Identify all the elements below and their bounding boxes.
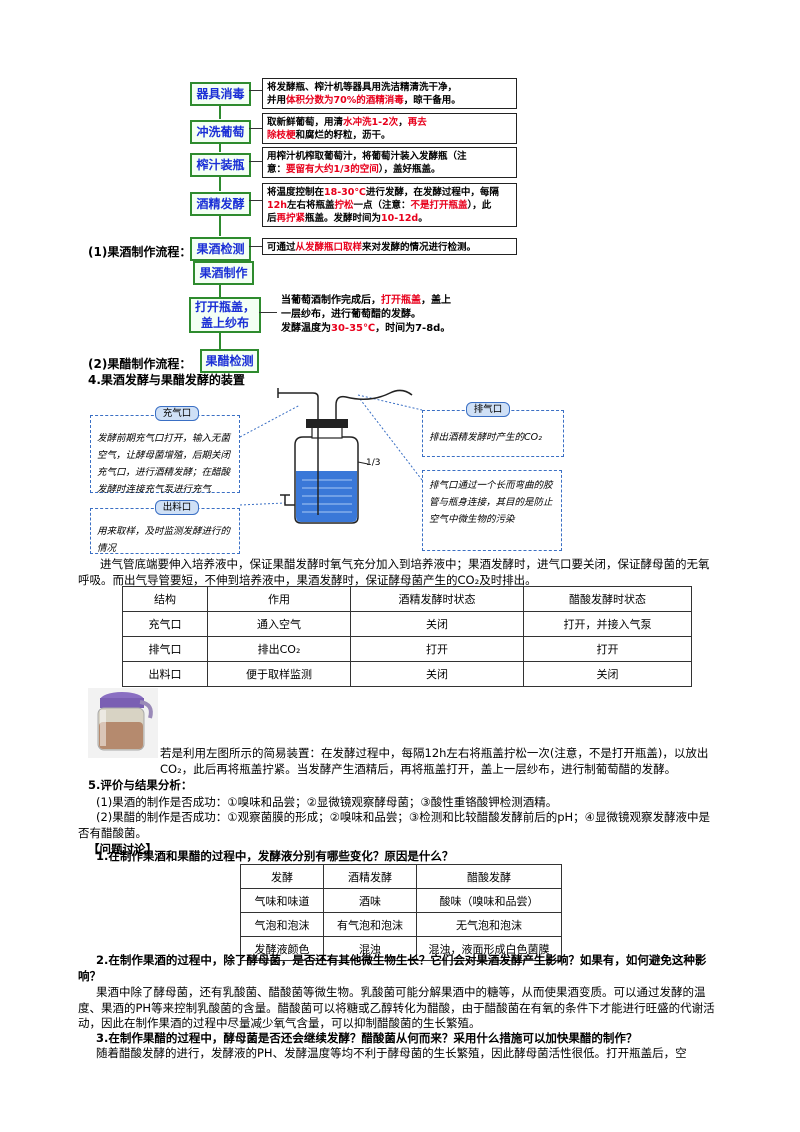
step-wine-making: 果酒制作 <box>193 261 254 285</box>
desc-juice: 用榨汁机榨取葡萄汁，将葡萄汁装入发酵瓶（注 意：要留有大约1/3的空间），盖好瓶… <box>262 147 517 178</box>
connector-line <box>249 128 262 129</box>
air-inlet-note: 发酵前期充气口打开，输入无菌空气，让酵母菌增殖，后期关闭充气口，进行酒精发酵；在… <box>90 415 240 495</box>
step-open-cover: 打开瓶盖，盖上纱布 <box>189 297 261 333</box>
eval-vinegar: (2)果醋的制作是否成功：①观察菌膜的形成；②嗅味和品尝；③检测和比较醋酸发酵前… <box>78 810 710 840</box>
wine-flow-label: (1)果酒制作流程： <box>88 245 192 259</box>
pointer-line <box>240 502 286 506</box>
step-disinfect: 器具消毒 <box>190 82 251 106</box>
outlet-tube <box>284 495 295 506</box>
step-juice-bottle: 榨汁装瓶 <box>190 153 251 177</box>
step-alcohol-ferment: 酒精发酵 <box>190 192 251 216</box>
connector-line <box>249 161 262 162</box>
desc-vinegar: 当葡萄酒制作完成后，打开瓶盖，盖上 一层纱布，进行葡萄醋的发酵。 发酵温度为30… <box>281 295 451 334</box>
exhaust-note: 排出酒精发酵时产生的CO₂ <box>422 410 564 457</box>
bottle-neck <box>311 426 343 439</box>
fermentation-bottle-diagram <box>240 388 423 524</box>
flow-arrow <box>219 177 221 191</box>
desc-ferment: 将温度控制在18-30℃进行发酵，在发酵过程中，每隔 12h左右将瓶盖拧松一点（… <box>262 183 517 227</box>
eval-wine: (1)果酒的制作是否成功：①嗅味和品尝；②显微镜观察酵母菌；③酸性重铬酸钾检测酒… <box>96 795 558 809</box>
step-wine-test: 果酒检测 <box>190 237 251 261</box>
discussion-heading: 【问题讨论】 <box>88 842 157 856</box>
step-vinegar-test: 果醋检测 <box>200 349 259 373</box>
inlet-tube <box>278 392 319 419</box>
pointer-line <box>240 404 301 438</box>
connector-line <box>249 200 262 201</box>
fill-level-mark: 1/3 <box>366 458 381 468</box>
flow-arrow <box>219 285 221 297</box>
table-row: 气味和味道酒味酸味（嗅味和品尝） <box>240 888 562 913</box>
outlet-tag: 出料口 <box>155 500 199 515</box>
fermentation-changes-table: 发酵 酒精发酵 醋酸发酵 气味和味道酒味酸味（嗅味和品尝） 气泡和泡沫有气泡和泡… <box>240 864 562 961</box>
table-row: 出料口便于取样监测关闭关闭 <box>122 661 692 687</box>
table-header-row: 结构 作用 酒精发酵时状态 醋酸发酵时状态 <box>122 586 692 612</box>
connector-line <box>249 246 262 247</box>
liquid-lines <box>302 479 352 513</box>
connector-line <box>249 90 262 91</box>
pointer-line <box>357 394 423 411</box>
pointer-line <box>359 398 423 481</box>
flow-arrow <box>219 216 221 236</box>
question-3: 3.在制作果醋的过程中，酵母菌是否还会继续发酵？醋酸菌从何而来？采用什么措施可以… <box>96 1031 638 1045</box>
desc-wine-test: 可通过从发酵瓶口取样来对发酵的情况进行检测。 <box>262 238 517 255</box>
air-inlet-tag: 充气口 <box>155 406 199 421</box>
answer-2: 果酒中除了酵母菌，还有乳酸菌、醋酸菌等微生物。乳酸菌可能分解果酒中的糖等，从而使… <box>78 985 715 1030</box>
desc-rinse: 取新鲜葡萄，用清水冲洗1-2次，再去 除枝梗和腐烂的籽粒，沥干。 <box>262 113 517 144</box>
vinegar-flow-label: (2)果醋制作流程： <box>88 357 192 371</box>
table-row: 气泡和泡沫有气泡和泡沫无气泡和泡沫 <box>240 912 562 937</box>
exhaust-tube <box>335 389 413 419</box>
flow-arrow <box>219 106 221 119</box>
exhaust-tag: 排气口 <box>466 402 510 417</box>
table-row: 充气口通入空气关闭打开，并接入气泵 <box>122 611 692 637</box>
answer-3: 随着醋酸发酵的进行，发酵液的PH、发酵温度等均不利于酵母菌的生长繁殖，因此酵母菌… <box>96 1046 687 1060</box>
paragraph-tubes: 进气管底端要伸入培养液中，保证果醋发酵时氧气充分加入到培养液中；果酒发酵时，进气… <box>78 557 710 587</box>
device-structure-table: 结构 作用 酒精发酵时状态 醋酸发酵时状态 充气口通入空气关闭打开，并接入气泵 … <box>122 586 692 687</box>
question-1: 1.在制作果酒和果醋的过程中，发酵液分别有哪些变化？原因是什么？ <box>96 849 454 863</box>
table-row: 发酵液颜色混浊混浊，液面形成白色菌膜 <box>240 936 562 961</box>
simple-jar-image <box>88 688 158 758</box>
question-2: 2.在制作果酒的过程中，除了酵母菌，是否还有其他微生物生长？它们会对果酒发酵产生… <box>78 953 707 983</box>
desc-disinfect: 将发酵瓶、榨汁机等器具用洗洁精清洗干净， 并用体积分数为70%的酒精消毒，晾干备… <box>262 78 517 109</box>
device-heading: 4.果酒发酵与果醋发酵的装置 <box>88 373 245 387</box>
tube-note: 排气口通过一个长而弯曲的胶管与瓶身连接，其目的是防止空气中微生物的污染 <box>422 470 562 551</box>
step-rinse-grapes: 冲洗葡萄 <box>190 120 251 144</box>
flow-arrow <box>219 331 221 349</box>
connector-line <box>259 312 277 313</box>
table-header-row: 发酵 酒精发酵 醋酸发酵 <box>240 864 562 889</box>
paragraph-simple-device: 若是利用左图所示的简易装置：在发酵过程中，每隔12h左右将瓶盖拧松一次(注意，不… <box>160 746 709 776</box>
section-5-heading: 5.评价与结果分析： <box>88 778 193 792</box>
stopper <box>306 419 348 428</box>
flow-arrow <box>219 144 221 152</box>
